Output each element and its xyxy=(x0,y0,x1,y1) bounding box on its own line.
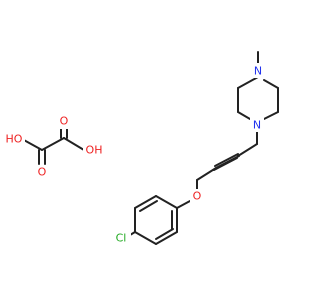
bond xyxy=(134,195,157,209)
bond xyxy=(176,200,191,209)
svg-text:OH: OH xyxy=(86,144,103,157)
atom-label: N xyxy=(251,63,265,78)
svg-text:O: O xyxy=(193,190,202,203)
bond xyxy=(155,228,174,240)
bond xyxy=(155,231,178,245)
bond xyxy=(237,111,251,120)
bond xyxy=(237,143,258,157)
bond xyxy=(21,138,43,151)
atom-label: O xyxy=(190,189,204,204)
atom-label: O xyxy=(35,165,49,180)
bond xyxy=(213,157,238,171)
atom-label: N xyxy=(250,117,264,132)
bond xyxy=(263,79,279,89)
bond xyxy=(41,137,65,151)
bond xyxy=(263,111,279,120)
bond xyxy=(237,76,259,89)
bond xyxy=(63,137,85,151)
svg-text:O: O xyxy=(38,166,47,179)
svg-text:O: O xyxy=(60,115,69,128)
atom-label: O xyxy=(57,114,71,129)
svg-text:HO: HO xyxy=(6,133,23,146)
bond xyxy=(214,153,239,167)
atom-label: HO xyxy=(3,132,25,147)
bond xyxy=(139,200,158,212)
molecule-diagram: N N O Cl O O HO OH xyxy=(3,51,279,246)
structure-canvas: N N O Cl O O HO OH xyxy=(3,51,279,246)
svg-text:N: N xyxy=(253,119,261,132)
svg-text:Cl: Cl xyxy=(116,232,127,245)
bond xyxy=(155,195,178,209)
atom-label: Cl xyxy=(111,231,131,246)
atom-label: OH xyxy=(83,143,105,158)
bond xyxy=(134,231,157,245)
bond xyxy=(196,167,217,181)
svg-text:N: N xyxy=(254,65,262,78)
